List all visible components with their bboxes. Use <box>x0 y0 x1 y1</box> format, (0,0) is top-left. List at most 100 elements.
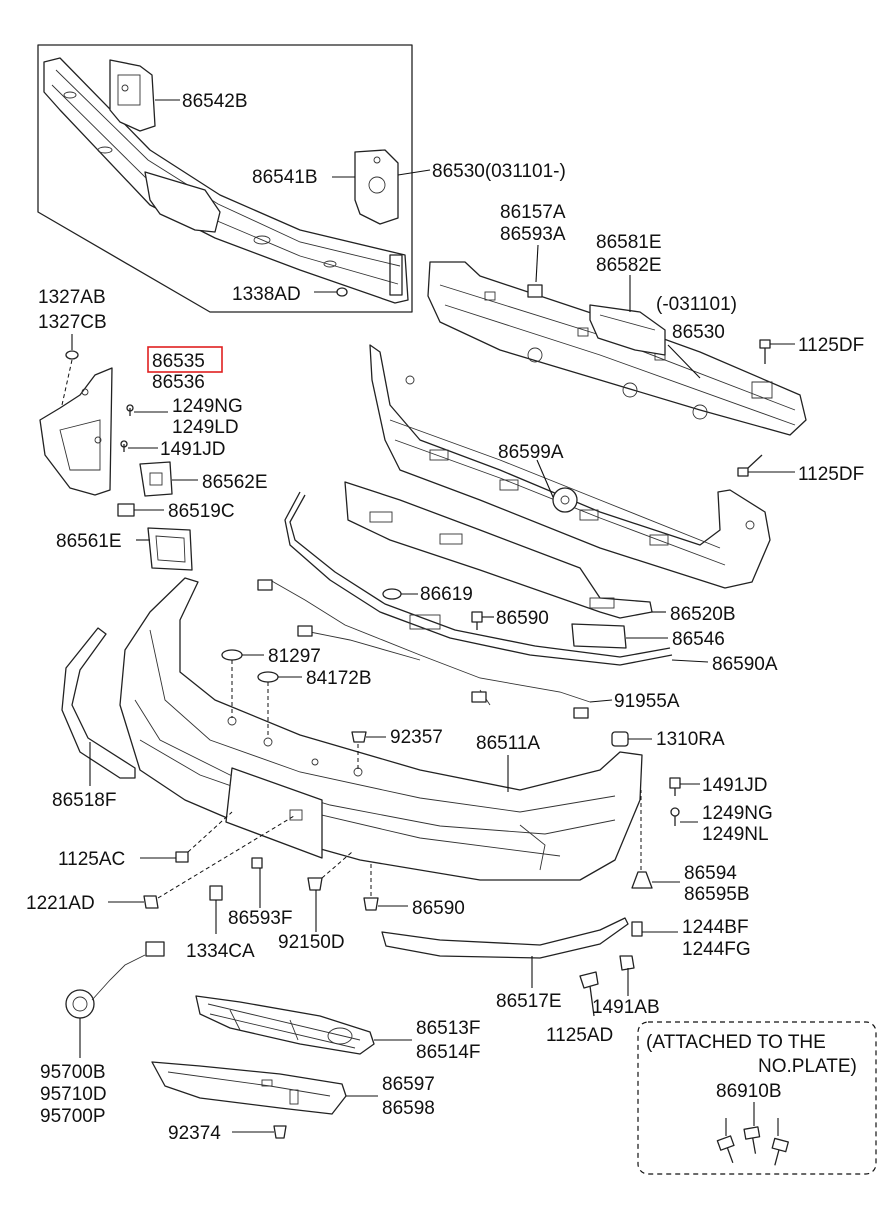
nut-1491AB <box>619 955 635 971</box>
clip-86593F <box>251 857 263 869</box>
screw-1249NG-bottom <box>670 807 680 826</box>
label-86561E: 86561E <box>56 531 122 552</box>
label-1334CA: 1334CA <box>186 941 255 962</box>
label-1125AC: 1125AC <box>58 849 125 870</box>
connector-2 <box>297 625 313 637</box>
label-92374: 92374 <box>168 1123 221 1144</box>
note-line-2: NO.PLATE) <box>758 1056 857 1077</box>
label-86542B: 86542B <box>182 91 248 112</box>
clip-86157A <box>527 284 543 298</box>
label-95700B: 95700B <box>40 1062 106 1083</box>
label-1338AD: 1338AD <box>232 284 301 305</box>
label-86536: 86536 <box>152 372 205 393</box>
label-86619: 86619 <box>420 584 473 605</box>
label-86590A: 86590A <box>712 654 778 675</box>
screw-1244BF <box>631 921 643 937</box>
label-81297: 81297 <box>268 646 321 667</box>
grommet-86594 <box>631 871 653 889</box>
label-86593F: 86593F <box>228 908 292 929</box>
screws-86910B <box>716 1102 789 1166</box>
lip-86517E <box>381 917 629 959</box>
label-86910B: 86910B <box>716 1081 782 1102</box>
label-86517E: 86517E <box>496 991 562 1012</box>
screw-92374 <box>273 1125 287 1139</box>
label-1221AD: 1221AD <box>26 893 95 914</box>
label-86518F: 86518F <box>52 790 116 811</box>
nut-1310RA <box>611 731 629 747</box>
bumper-beam-upper <box>43 57 409 304</box>
cover-86597 <box>151 1061 347 1115</box>
grommet-81297 <box>221 649 243 661</box>
label-1491JD-top: 1491JD <box>160 439 226 460</box>
label-86513F: 86513F <box>416 1018 480 1039</box>
label-95710D: 95710D <box>40 1084 107 1105</box>
label-1249LD: 1249LD <box>172 417 239 438</box>
label-1249NL: 1249NL <box>702 824 769 845</box>
clip-92150D <box>307 877 323 891</box>
label-86598: 86598 <box>382 1098 435 1119</box>
label-86535: 86535 <box>152 351 205 372</box>
label-86519C: 86519C <box>168 501 235 522</box>
bracket-86542B <box>109 59 156 132</box>
screw-1491JD-bottom <box>669 777 681 796</box>
bolt-1125DF-bottom <box>737 454 763 477</box>
highlight-box-86535 <box>147 346 223 373</box>
label-86590-bottom: 86590 <box>412 898 465 919</box>
label-1491AB: 1491AB <box>592 997 660 1018</box>
label-1327AB: 1327AB <box>38 287 106 308</box>
clip-86590-bottom <box>363 897 379 911</box>
label-86581E: 86581E <box>596 232 662 253</box>
label-86511A: 86511A <box>476 733 540 754</box>
screw-1249NG-top <box>126 404 134 416</box>
label-86546 <box>571 623 627 649</box>
bracket-86541B <box>354 149 399 225</box>
label-86597: 86597 <box>382 1074 435 1095</box>
label-1310RA: 1310RA <box>656 729 725 750</box>
fastener-92357 <box>351 731 367 743</box>
label-86582E: 86582E <box>596 255 662 276</box>
label-1327CB: 1327CB <box>38 312 107 333</box>
wiring-86590A <box>257 491 673 719</box>
label-1125DF-top: 1125DF <box>798 335 864 356</box>
label-86590-top: 86590 <box>496 608 549 629</box>
molding-86518F <box>61 627 136 779</box>
label-86530-031101: 86530(031101-) <box>432 161 566 182</box>
label-1249NG-bottom: 1249NG <box>702 803 773 824</box>
label-95700P: 95700P <box>40 1106 106 1127</box>
label-86593A: 86593A <box>500 224 566 245</box>
label-1125AD: 1125AD <box>546 1025 613 1046</box>
cap-86619 <box>382 588 402 600</box>
label-86530: 86530 <box>672 322 725 343</box>
note-box <box>637 1021 877 1175</box>
connector-4 <box>573 707 589 719</box>
license-plate-bracket <box>225 767 323 859</box>
bolt-1125DF-top <box>759 339 771 364</box>
label-86546: 86546 <box>672 629 725 650</box>
label-1244BF: 1244BF <box>682 917 749 938</box>
label-86514F: 86514F <box>416 1042 480 1063</box>
label-86594: 86594 <box>684 863 737 884</box>
screw-1491JD-top <box>120 440 128 452</box>
label-86541B: 86541B <box>252 167 318 188</box>
clip-86519C <box>117 503 135 517</box>
label-1244FG: 1244FG <box>682 939 751 960</box>
label-86562E: 86562E <box>202 472 268 493</box>
side-bracket-86535 <box>39 367 113 496</box>
bracket-86562E <box>139 461 173 497</box>
label-1125DF-bottom: 1125DF <box>798 464 864 485</box>
bumper-cover-86511A <box>119 577 643 881</box>
label-86520B: 86520B <box>670 604 736 625</box>
label-91955A: 91955A <box>614 691 680 712</box>
pad-86561E <box>147 527 193 571</box>
label-1249NG-top: 1249NG <box>172 396 243 417</box>
inset-box-reinforcement <box>37 44 413 313</box>
note-line-1: (ATTACHED TO THE <box>646 1032 826 1053</box>
screw-1221AD <box>143 895 159 909</box>
clip-1334CA <box>209 885 223 901</box>
label-86595B: 86595B <box>684 884 750 905</box>
connector-1 <box>257 579 273 591</box>
label-1491JD-bottom: 1491JD <box>702 775 768 796</box>
nut-1338AD <box>336 287 348 297</box>
absorber-86599A <box>369 344 771 589</box>
